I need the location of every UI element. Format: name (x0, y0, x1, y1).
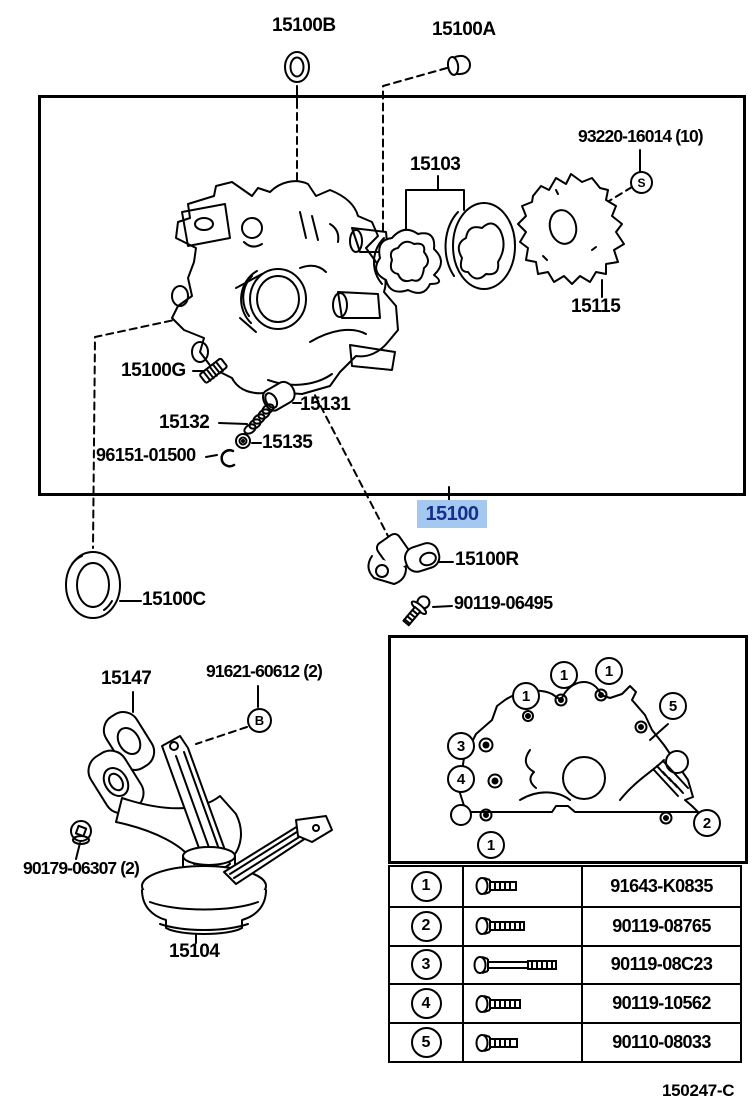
inset-housing-drawing (450, 681, 699, 826)
seal-drawing (65, 551, 121, 619)
row-number: 1 (410, 870, 442, 902)
plug-drawing (446, 54, 471, 76)
part-label-15132: 15132 (159, 412, 210, 433)
part-label-15103: 15103 (410, 154, 461, 175)
part-label-15100G: 15100G (121, 360, 186, 381)
part-label-15100A: 15100A (432, 19, 496, 40)
part-number: 90119-08C23 (610, 954, 713, 975)
crank-sensor-drawing (367, 532, 441, 585)
part-label-15115: 15115 (571, 296, 621, 317)
stud-drawing (199, 357, 228, 384)
pump-body-drawing (171, 180, 399, 395)
part-label-15100B: 15100B (272, 15, 336, 36)
stay-rear-drawing (223, 815, 333, 885)
row-number: 3 (410, 949, 442, 981)
part-label-15131: 15131 (300, 394, 351, 415)
bolt-icon (464, 907, 583, 945)
inset-rib-bolt (653, 761, 689, 797)
bolt-icon (464, 1024, 583, 1061)
part-label-15100C: 15100C (142, 589, 206, 610)
part-label-15135: 15135 (262, 432, 313, 453)
part-number: 90119-08765 (612, 915, 711, 936)
bolt-icon (464, 946, 583, 984)
part-number: 90110-08033 (612, 1032, 711, 1053)
relief-plug-drawing (262, 380, 296, 412)
pump-plate-drawing (517, 173, 625, 285)
table-row: 2 90119-08765 (390, 905, 740, 945)
callout-2: 2 (693, 809, 721, 837)
part-label-15104: 15104 (169, 941, 220, 962)
callout-4: 4 (447, 765, 475, 793)
part-label-90119-06495: 90119-06495 (454, 593, 553, 613)
sensor-bolt-drawing (402, 595, 431, 627)
part-label-96151-01500: 96151-01500 (96, 445, 196, 465)
callout-5: 5 (659, 692, 687, 720)
rotor-set-drawing (373, 202, 516, 294)
row-number: 2 (410, 910, 442, 942)
callout-1c: 1 (595, 657, 623, 685)
part-number: 91643-K0835 (610, 875, 713, 896)
part-label-91621-60612: 91621-60612 (2) (206, 661, 323, 681)
relief-spring-drawing (243, 403, 275, 435)
table-row: 5 90110-08033 (390, 1022, 740, 1061)
inset-diagram-box (388, 635, 748, 864)
oring-drawing (284, 51, 310, 83)
relief-valve-drawing (235, 433, 251, 449)
callout-3: 3 (447, 732, 475, 760)
part-label-15147: 15147 (101, 668, 152, 689)
part-number: 90119-10562 (612, 993, 711, 1014)
row-number: 5 (410, 1027, 442, 1059)
drawing-code: 150247-C (662, 1081, 735, 1100)
selected-part-label-15100[interactable]: 15100 (417, 500, 487, 528)
table-row: 3 90119-08C23 (390, 944, 740, 984)
screw-marker-s: S (630, 171, 653, 194)
bolt-icon (464, 867, 583, 906)
callout-1a: 1 (512, 682, 540, 710)
main-assembly-box (38, 95, 746, 496)
bolt-icon (464, 985, 583, 1023)
table-row: 1 91643-K0835 (390, 867, 740, 906)
pickup-flange-drawing (87, 749, 145, 815)
fastener-table: 1 91643-K0835 2 90119-08765 3 (388, 865, 742, 1063)
nut-drawing (70, 820, 92, 845)
bolt-marker-b: B (247, 708, 272, 733)
part-label-93220-16014: 93220-16014 (10) (578, 126, 704, 146)
inset-bolt-holes (478, 688, 673, 825)
row-number: 4 (410, 988, 442, 1020)
part-label-15100R: 15100R (455, 549, 519, 570)
snap-ring-drawing (220, 449, 236, 468)
strainer-bell-drawing (141, 846, 267, 935)
table-row: 4 90119-10562 (390, 983, 740, 1023)
callout-1b: 1 (550, 661, 578, 689)
callout-1d: 1 (477, 831, 505, 859)
part-label-90179-06307: 90179-06307 (2) (23, 858, 140, 878)
